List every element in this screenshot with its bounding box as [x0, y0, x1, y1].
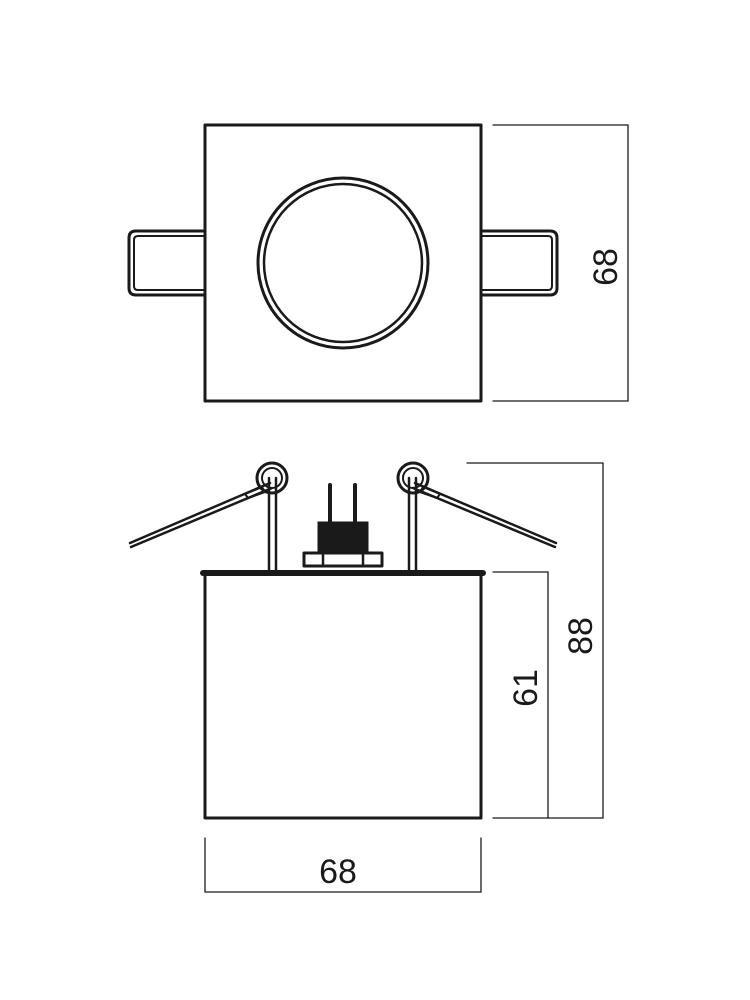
body-height-dimension	[492, 571, 549, 819]
top-height-label: 68	[587, 248, 625, 286]
top-view	[127, 123, 559, 403]
width-label: 68	[319, 853, 357, 891]
right-spring-pivot	[396, 461, 430, 495]
lens-inner-ring	[262, 182, 424, 344]
left-spring-pivot	[255, 461, 289, 495]
body-height-label: 61	[507, 669, 545, 707]
body	[203, 571, 483, 820]
width-dimension	[204, 837, 482, 893]
top-height-dimension	[492, 124, 629, 402]
left-tab	[127, 229, 207, 297]
lens-outer-ring	[256, 176, 430, 350]
total-height-label: 88	[562, 617, 600, 655]
right-tab	[479, 229, 559, 297]
side-view	[128, 461, 558, 820]
connector	[302, 483, 384, 568]
top-view-frame	[203, 123, 483, 403]
